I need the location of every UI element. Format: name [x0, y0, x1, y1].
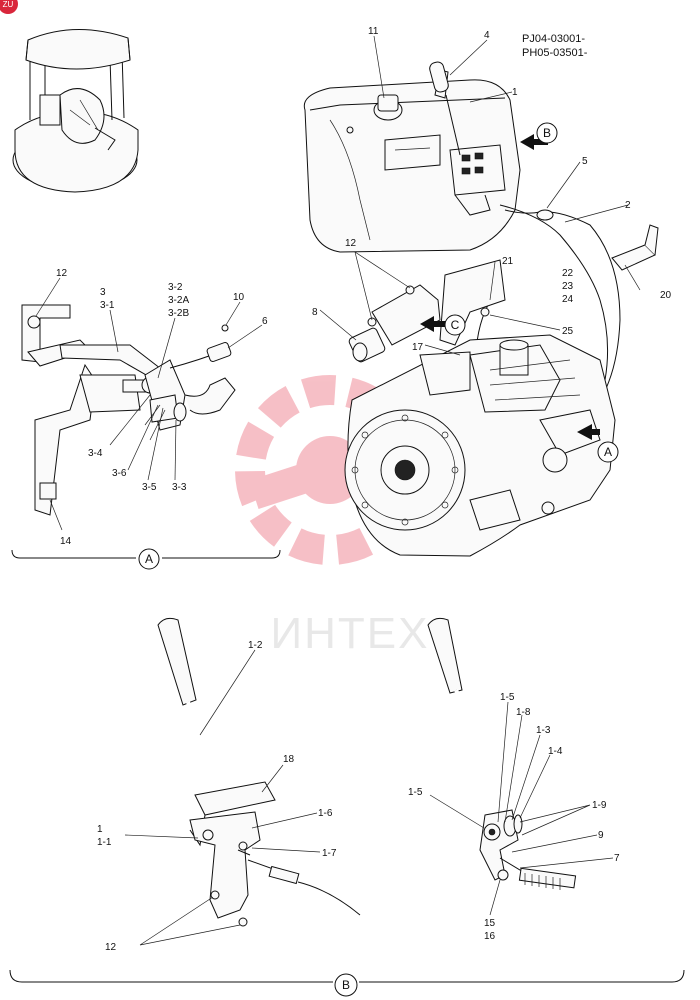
leaders-b-right [429, 701, 614, 916]
label-20: 20 [660, 290, 672, 301]
leaders-a [35, 277, 263, 531]
svg-text:C: C [451, 318, 460, 332]
label-7: 7 [614, 853, 620, 864]
label-3-2a: 3-2A [168, 295, 189, 306]
serial-range-1: PJ04-03001- [522, 33, 585, 45]
label-12-main: 12 [345, 238, 357, 249]
label-12-a: 12 [56, 268, 68, 279]
label-23: 23 [562, 281, 574, 292]
label-16: 16 [484, 931, 496, 942]
throttle-lever-upper [429, 61, 461, 156]
label-3-6: 3-6 [112, 468, 127, 479]
label-9: 9 [598, 830, 604, 841]
label-14: 14 [60, 536, 72, 547]
label-4: 4 [484, 30, 490, 41]
label-17: 17 [412, 342, 424, 353]
label-21: 21 [502, 256, 514, 267]
corner-badge: ZU [0, 0, 18, 14]
label-1-7: 1-7 [322, 848, 337, 859]
label-1-3: 1-3 [536, 725, 551, 736]
corner-badge-text: ZU [3, 0, 14, 9]
detail-b-left-lever [157, 617, 361, 927]
label-1-4: 1-4 [548, 746, 563, 757]
stop-solenoid-8 [348, 284, 441, 363]
label-3-2: 3-2 [168, 282, 183, 293]
detail-a-assembly [21, 304, 236, 516]
bracket-20 [611, 224, 659, 271]
label-1-5-left: 1-5 [408, 787, 423, 798]
detail-b-bracket: B [9, 969, 685, 997]
svg-text:A: A [604, 445, 612, 459]
detail-a-bracket: A [11, 548, 281, 570]
view-arrow-a: A [577, 424, 619, 463]
detail-a-title: A [145, 552, 153, 566]
label-2: 2 [625, 200, 631, 211]
label-3-5: 3-5 [142, 482, 157, 493]
label-5: 5 [582, 156, 588, 167]
leaders-main [319, 35, 641, 356]
label-10: 10 [233, 292, 245, 303]
svg-text:B: B [543, 126, 551, 140]
label-1: 1 [512, 87, 518, 98]
detail-b-title: B [342, 978, 350, 992]
label-1-b: 1 [97, 824, 103, 835]
label-3-3: 3-3 [172, 482, 187, 493]
serial-range-2: PH05-03501- [522, 47, 588, 59]
label-1-2: 1-2 [248, 640, 263, 651]
view-arrow-c: C [420, 314, 466, 336]
label-6: 6 [262, 316, 268, 327]
label-22: 22 [562, 268, 574, 279]
label-1-5-top: 1-5 [500, 692, 515, 703]
label-12-b: 12 [105, 942, 117, 953]
label-25: 25 [562, 326, 574, 337]
label-3-2b: 3-2B [168, 308, 189, 319]
engine-block [344, 334, 616, 557]
label-3: 3 [100, 287, 106, 298]
label-1-6: 1-6 [318, 808, 333, 819]
label-8: 8 [312, 307, 318, 318]
label-3-4: 3-4 [88, 448, 103, 459]
watermark-text: ИНТЕХ [271, 609, 430, 658]
view-arrow-b: B [520, 122, 558, 150]
label-24: 24 [562, 294, 574, 305]
label-1-8: 1-8 [516, 707, 531, 718]
label-3-1: 3-1 [100, 300, 115, 311]
detail-b-right-lever [427, 617, 577, 890]
label-1-9: 1-9 [592, 800, 607, 811]
label-1-1: 1-1 [97, 837, 112, 848]
control-console [303, 79, 521, 253]
label-18: 18 [283, 754, 295, 765]
label-15: 15 [484, 918, 496, 929]
machine-thumbnail [12, 28, 139, 193]
label-11: 11 [368, 26, 379, 37]
leaders-b-left [124, 649, 321, 946]
